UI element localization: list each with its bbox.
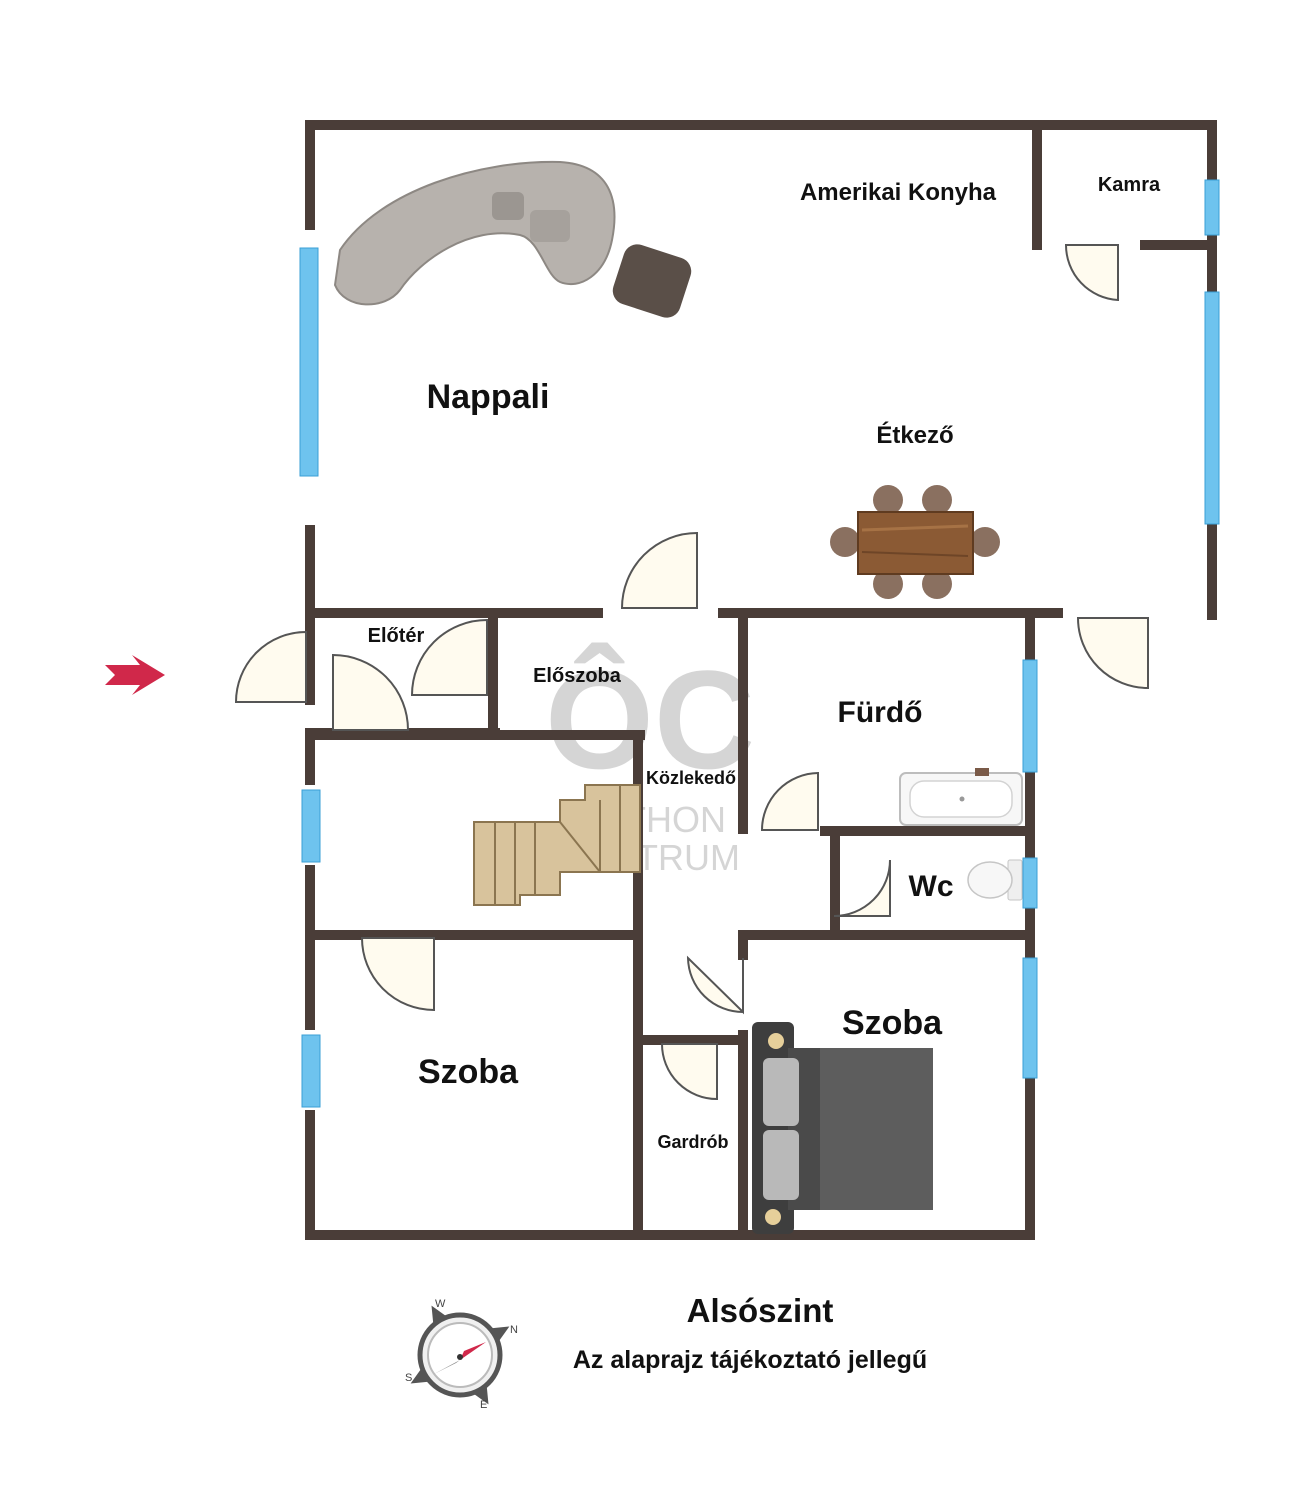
door-gardrob	[660, 1043, 718, 1101]
cushion-icon	[492, 192, 524, 220]
wall-stair-top	[305, 730, 645, 740]
window-szoba-right	[1022, 957, 1038, 1079]
label-wc: Wc	[909, 870, 954, 903]
compass-n: N	[510, 1324, 518, 1336]
window-szoba-left	[301, 1034, 321, 1108]
doors	[234, 244, 1149, 1101]
armchair-icon	[612, 244, 692, 318]
wall-nappali-bottom-2	[718, 608, 1063, 618]
entrance-arrow-icon	[105, 655, 165, 695]
wall-szoba-right-top	[738, 930, 748, 960]
label-amerikai-konyha: Amerikai Konyha	[800, 179, 997, 206]
toilet-icon	[967, 859, 1023, 901]
sofa-icon	[333, 160, 616, 306]
label-kamra: Kamra	[1098, 174, 1161, 196]
window-wc	[1022, 857, 1038, 909]
wall-nappali-bottom-1	[305, 608, 603, 618]
door-kamra	[1064, 244, 1119, 302]
wall-wc-bottom	[738, 930, 1035, 940]
watermark-logo: ÔC	[545, 641, 755, 798]
label-kozlekedo: Közlekedő	[646, 768, 736, 788]
wall-right-mid-2	[1025, 770, 1035, 860]
wall-left-3	[305, 735, 315, 785]
label-eloter: Előtér	[368, 625, 425, 647]
wall-left-4	[305, 865, 315, 1030]
wall-stair-right	[633, 730, 643, 1235]
wall-furdo-left	[738, 612, 748, 834]
window-stair	[301, 789, 321, 863]
compass-s: S	[405, 1372, 412, 1384]
wall-szoba-right-left	[738, 1030, 748, 1235]
wall-kamra-left	[1032, 120, 1042, 250]
label-eloszoba: Előszoba	[533, 665, 622, 687]
window-furdo	[1022, 659, 1038, 773]
wall-right-mid-1	[1025, 612, 1035, 662]
label-nappali: Nappali	[427, 378, 550, 416]
window-nappali	[299, 247, 319, 477]
wall-stair-bottom	[305, 930, 643, 940]
wall-left-5	[305, 1110, 315, 1240]
door-szoba-left	[360, 937, 435, 1012]
label-szoba-left: Szoba	[418, 1053, 519, 1091]
floor-title: Alsószint	[686, 1292, 834, 1329]
door-entrance	[234, 630, 307, 703]
label-furdo: Fürdő	[838, 696, 923, 729]
wall-eloter-right	[488, 612, 498, 737]
window-etkezo	[1204, 291, 1220, 525]
wall-bottom	[305, 1230, 1035, 1240]
door-eloter-inner	[332, 653, 410, 731]
wall-wc-left	[830, 826, 840, 931]
compass-icon: W N S E	[405, 1298, 518, 1411]
bathtub-icon	[899, 768, 1023, 826]
door-furdo	[760, 771, 819, 831]
door-szoba-right	[686, 955, 744, 1015]
watermark: ÔC OTTHON CENTRUM	[545, 641, 755, 878]
label-gardrob: Gardrób	[657, 1132, 728, 1152]
dining-table-icon	[830, 485, 1000, 599]
wall-gardrob-top	[643, 1035, 743, 1045]
staircase-icon	[473, 784, 641, 906]
furniture	[333, 160, 1023, 1234]
wall-top	[305, 120, 1217, 130]
window-kamra	[1204, 179, 1220, 236]
door-nappali	[620, 531, 698, 609]
door-side-exit	[1076, 617, 1149, 690]
wall-right-bottom	[1025, 1075, 1035, 1240]
compass-e: E	[480, 1399, 487, 1411]
wall-left-1	[305, 120, 315, 230]
cushion-icon	[530, 210, 570, 242]
wall-kamra-bottom	[1140, 240, 1217, 250]
bed-icon	[752, 1022, 933, 1234]
room-labels: Nappali Amerikai Konyha Kamra Étkező Elő…	[368, 174, 1161, 1152]
label-etkezo: Étkező	[876, 421, 953, 449]
compass-w: W	[435, 1298, 446, 1310]
label-szoba-right: Szoba	[842, 1004, 943, 1042]
door-eloszoba	[410, 618, 488, 696]
floor-disclaimer: Az alaprajz tájékoztató jellegű	[572, 1346, 928, 1374]
door-wc	[833, 859, 891, 917]
wall-furdo-bottom	[820, 826, 1035, 836]
windows	[299, 179, 1220, 1108]
